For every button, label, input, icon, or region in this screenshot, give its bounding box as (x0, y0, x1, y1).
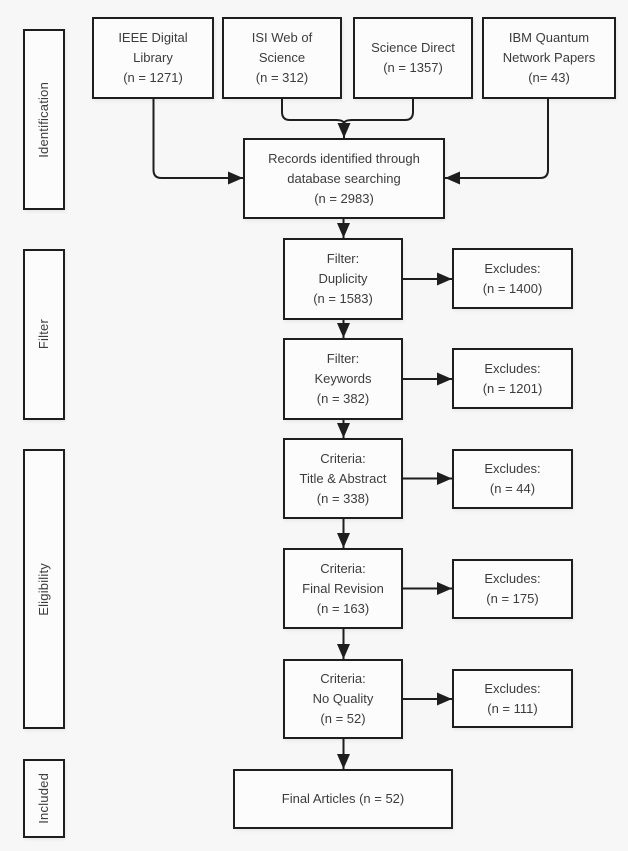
node-line: Criteria: (320, 560, 366, 576)
sidebar-stage-eligibility: Eligibility (23, 449, 65, 729)
stage-label: Eligibility (36, 562, 51, 616)
node-excludes-no-quality: Excludes: (n = 111) (452, 669, 573, 728)
node-line: Final Revision (302, 580, 384, 596)
node-line: Science (258, 50, 306, 65)
node-line: IBM Quantum (508, 30, 590, 45)
node-ieee-digital-library: IEEE Digital Library (n = 1271) (92, 17, 214, 99)
node-science-direct: Science Direct (n = 1357) (353, 17, 473, 99)
node-line: (n = 2983) (314, 190, 374, 206)
node-criteria-title-abstract: Criteria: Title & Abstract (n = 338) (283, 438, 403, 519)
node-filter-keywords: Filter: Keywords (n = 382) (283, 338, 403, 420)
node-line: (n = 175) (486, 591, 539, 606)
node-line: (n = 1271) (123, 70, 183, 85)
node-ibm-quantum-network-papers: IBM Quantum Network Papers (n= 43) (482, 17, 616, 99)
node-line: ISI Web of (251, 30, 313, 45)
node-line: Criteria: (320, 450, 366, 466)
node-line: Network Papers (502, 50, 596, 65)
node-excludes-keywords: Excludes: (n = 1201) (452, 348, 573, 409)
node-line: Excludes: (484, 461, 541, 476)
node-criteria-no-quality: Criteria: No Quality (n = 52) (283, 659, 403, 739)
node-line: (n = 1357) (383, 60, 443, 75)
connector-ieee-to-records (152, 99, 243, 185)
node-final-articles: Final Articles (n = 52) (233, 769, 453, 829)
node-line: Duplicity (318, 271, 368, 286)
node-excludes-final-revision: Excludes: (n = 175) (452, 559, 573, 619)
node-line: Final Articles (n = 52) (281, 791, 405, 806)
stage-label: Filter (36, 319, 51, 350)
node-line: Title & Abstract (299, 470, 387, 486)
stage-label: Included (36, 773, 51, 824)
node-line: (n= 43) (528, 70, 570, 85)
node-line: Filter: (326, 351, 360, 366)
node-line: (n = 1400) (482, 280, 543, 296)
node-line: Criteria: (320, 671, 366, 686)
node-line: (n = 312) (255, 70, 309, 85)
node-line: Records identified through (268, 150, 420, 166)
node-excludes-title-abstract: Excludes: (n = 44) (452, 449, 573, 509)
node-line: Keywords (314, 371, 372, 386)
node-line: No Quality (312, 691, 374, 706)
node-line: Library (133, 50, 173, 65)
sidebar-stage-filter: Filter (23, 249, 65, 420)
node-line: (n = 111) (487, 700, 538, 716)
node-line: Excludes: (484, 360, 541, 376)
node-line: database searching (287, 170, 401, 186)
node-line: Filter: (326, 251, 360, 266)
node-line: Excludes: (484, 260, 541, 276)
node-line: (n = 1201) (482, 380, 543, 396)
node-line: IEEE Digital (118, 30, 188, 45)
node-records-identified: Records identified through database sear… (243, 138, 445, 219)
node-line: Excludes: (484, 571, 541, 586)
sidebar-stage-included: Included (23, 759, 65, 838)
node-line: (n = 338) (316, 490, 370, 506)
connector-isi-merge (281, 99, 345, 125)
node-line: (n = 1583) (313, 291, 373, 306)
node-line: (n = 52) (320, 711, 366, 726)
node-line: Excludes: (484, 680, 541, 696)
node-line: (n = 163) (316, 600, 370, 616)
node-isi-web-of-science: ISI Web of Science (n = 312) (222, 17, 342, 99)
node-line: (n = 382) (316, 391, 370, 406)
node-criteria-final-revision: Criteria: Final Revision (n = 163) (283, 548, 403, 629)
sidebar-stage-identification: Identification (23, 29, 65, 210)
node-filter-duplicity: Filter: Duplicity (n = 1583) (283, 238, 403, 320)
stage-label: Identification (36, 81, 51, 158)
node-excludes-duplicity: Excludes: (n = 1400) (452, 248, 573, 309)
node-line: (n = 44) (489, 481, 536, 496)
node-line: Science Direct (371, 40, 455, 55)
connector-ibm-to-records (445, 99, 549, 185)
connector-sd-merge (343, 99, 414, 125)
